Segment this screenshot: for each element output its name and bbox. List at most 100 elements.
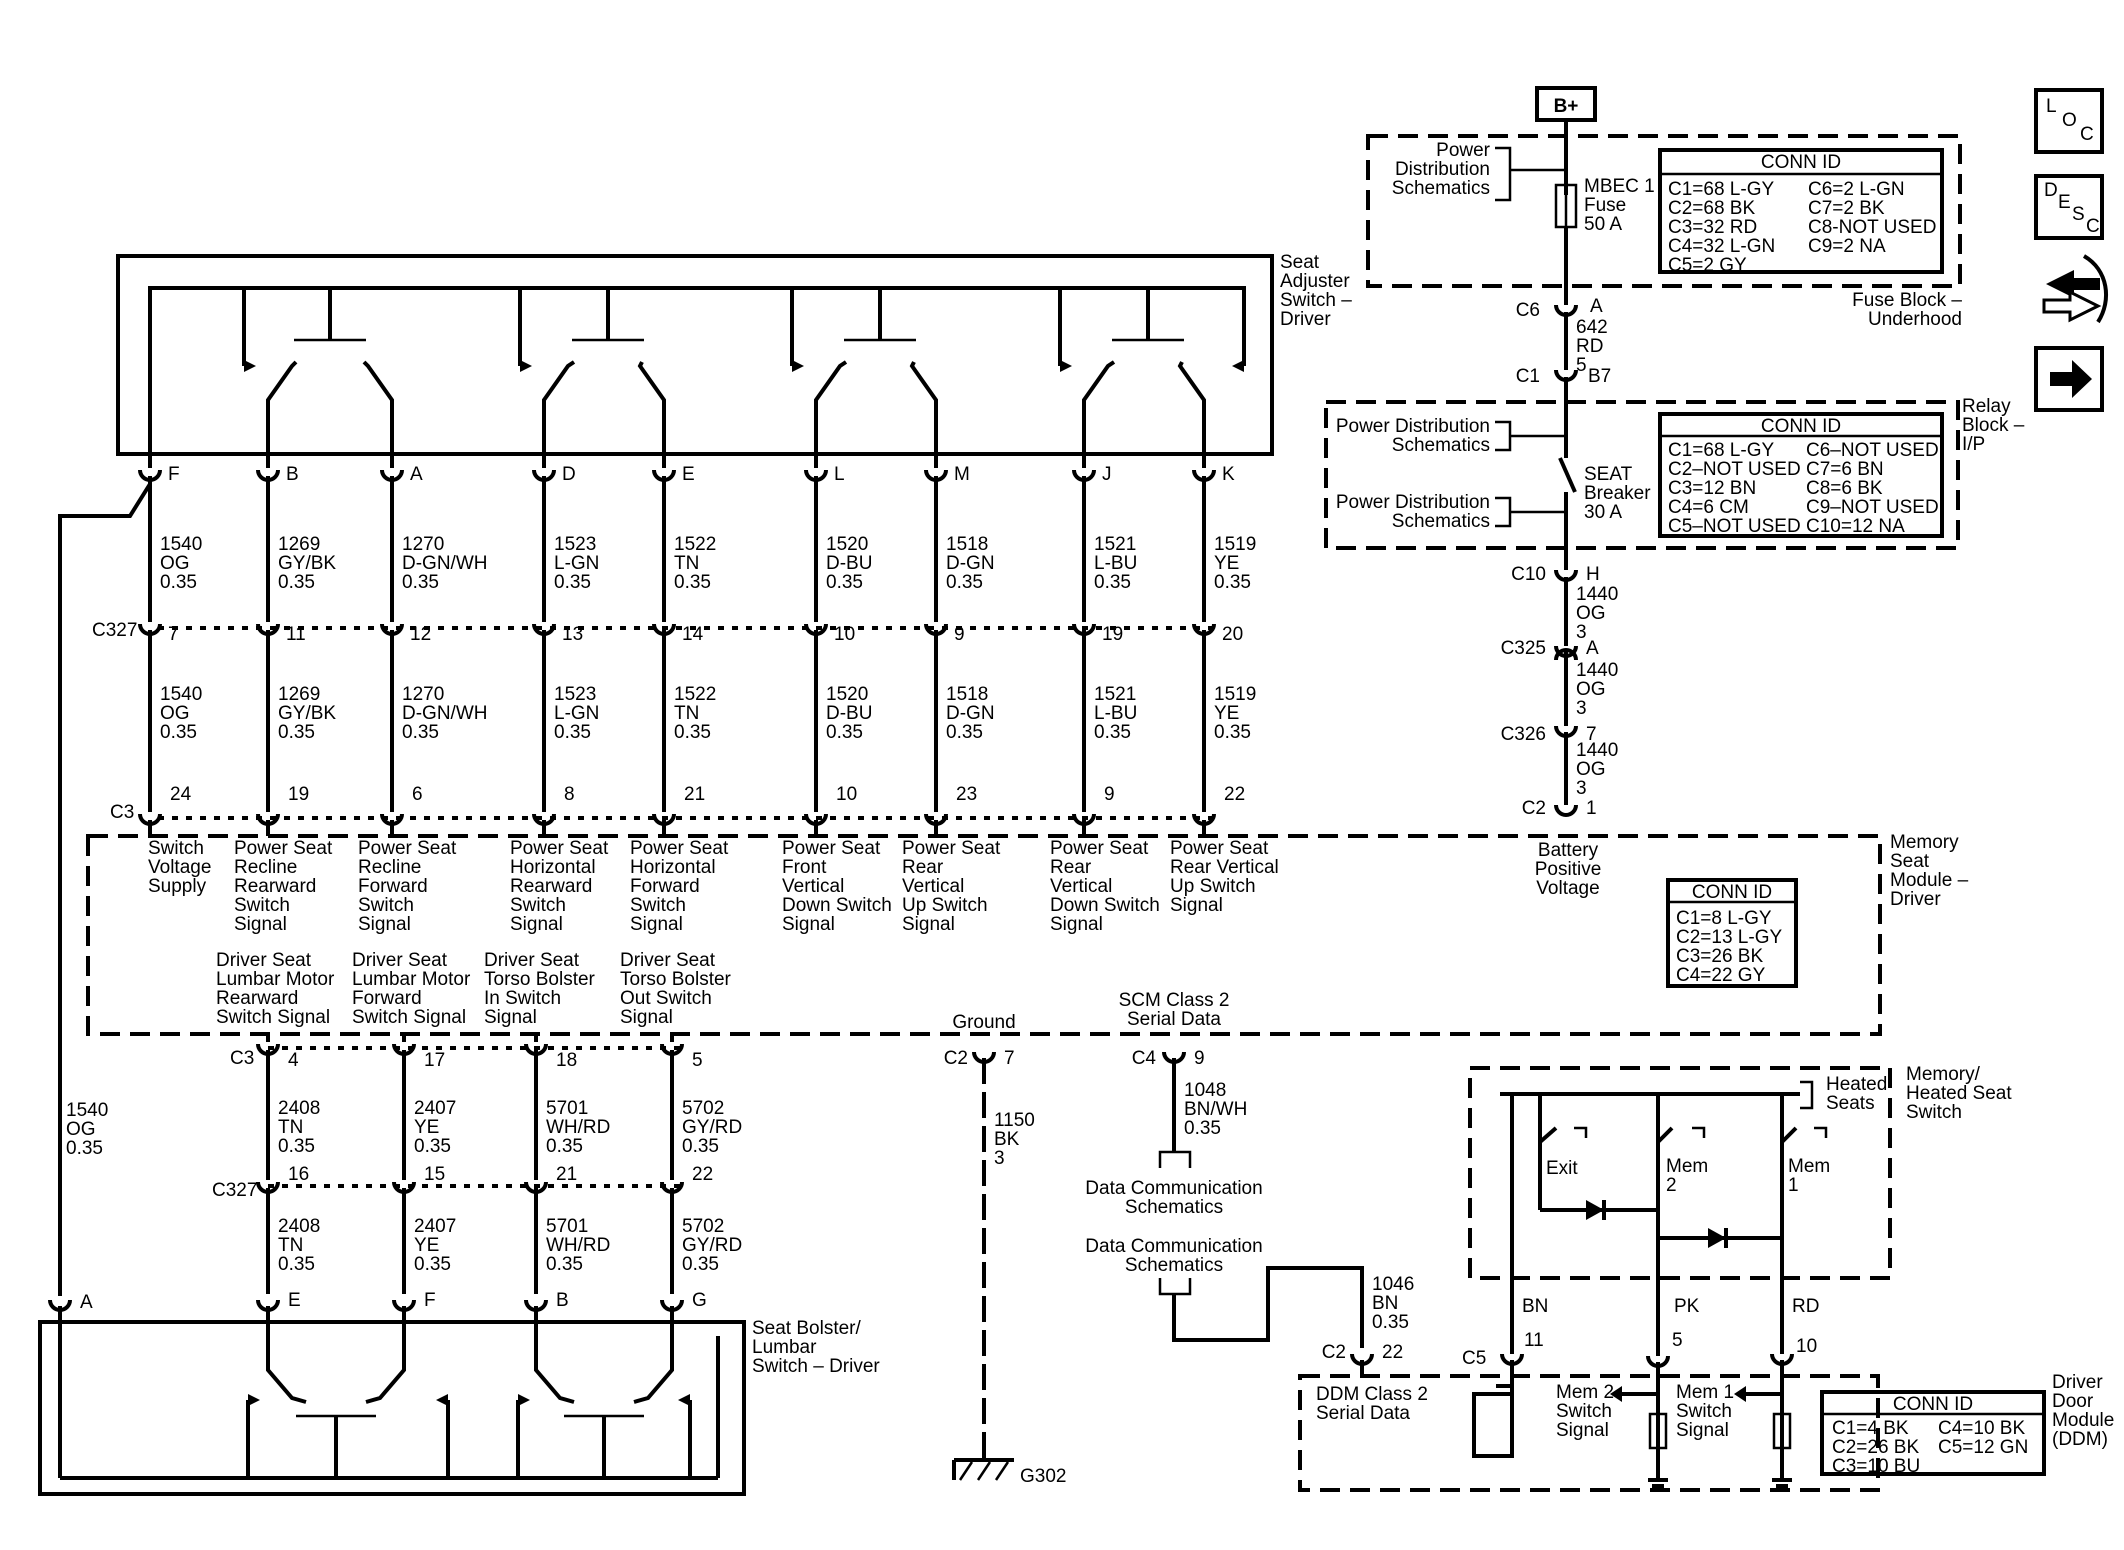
svg-text:C325: C325: [1501, 638, 1546, 659]
switch-internals: [148, 286, 1246, 454]
svg-text:CONN ID: CONN ID: [1893, 1394, 1973, 1415]
svg-text:C326: C326: [1501, 724, 1546, 745]
c327-pin: 9: [954, 624, 965, 645]
c3-pin: 6: [412, 784, 423, 805]
svg-text:L: L: [2046, 96, 2057, 117]
svg-text:H: H: [1586, 564, 1600, 585]
svg-text:CONN ID: CONN ID: [1761, 152, 1841, 173]
lumbar-c3-pin: 5: [692, 1050, 703, 1071]
c327-pin: 7: [168, 624, 179, 645]
svg-text:11: 11: [1524, 1330, 1544, 1351]
lumbar-switch-pin: B: [556, 1290, 569, 1311]
svg-text:CONN ID: CONN ID: [1761, 416, 1841, 437]
svg-text:A: A: [80, 1292, 93, 1313]
svg-text:B+: B+: [1554, 96, 1579, 117]
switch-pin: F: [168, 464, 180, 485]
svg-text:C4: C4: [1132, 1048, 1157, 1069]
svg-text:9: 9: [1194, 1048, 1205, 1069]
lumbar-switch-pin: G: [692, 1290, 707, 1311]
connector-view-icon[interactable]: [2042, 254, 2109, 324]
svg-text:C2: C2: [1522, 798, 1546, 819]
svg-text:C3: C3: [110, 802, 134, 823]
svg-text:G302: G302: [1020, 1466, 1066, 1487]
svg-text:CONN ID: CONN ID: [1692, 882, 1772, 903]
battery-terminal: B+: [1535, 86, 1597, 195]
lumbar-c3-pin: 18: [556, 1050, 577, 1071]
c3-pin: 23: [956, 784, 977, 805]
svg-text:C327: C327: [212, 1180, 257, 1201]
c3-pin: 19: [288, 784, 309, 805]
switch-pin: K: [1222, 464, 1235, 485]
svg-text:C1: C1: [1516, 366, 1540, 387]
svg-text:O: O: [2062, 110, 2077, 131]
switch-pin: A: [410, 464, 423, 485]
svg-text:S: S: [2072, 204, 2085, 225]
c3-pin: 24: [170, 784, 192, 805]
seat-breaker-symbol: [1558, 457, 1577, 548]
c327-pin: 19: [1102, 624, 1123, 645]
svg-text:C2: C2: [1322, 1342, 1346, 1363]
svg-text:C: C: [2086, 216, 2100, 237]
c3-pin: 10: [836, 784, 857, 805]
next-page-arrow-icon[interactable]: [2034, 346, 2104, 412]
desc-button[interactable]: D E S C: [2034, 174, 2104, 240]
svg-text:D: D: [2044, 180, 2058, 201]
loc-button[interactable]: L O C: [2034, 88, 2104, 154]
svg-text:RD: RD: [1792, 1296, 1819, 1317]
svg-text:A: A: [1586, 638, 1599, 659]
ground-symbol: [952, 1452, 1014, 1481]
c3-pin: 9: [1104, 784, 1115, 805]
